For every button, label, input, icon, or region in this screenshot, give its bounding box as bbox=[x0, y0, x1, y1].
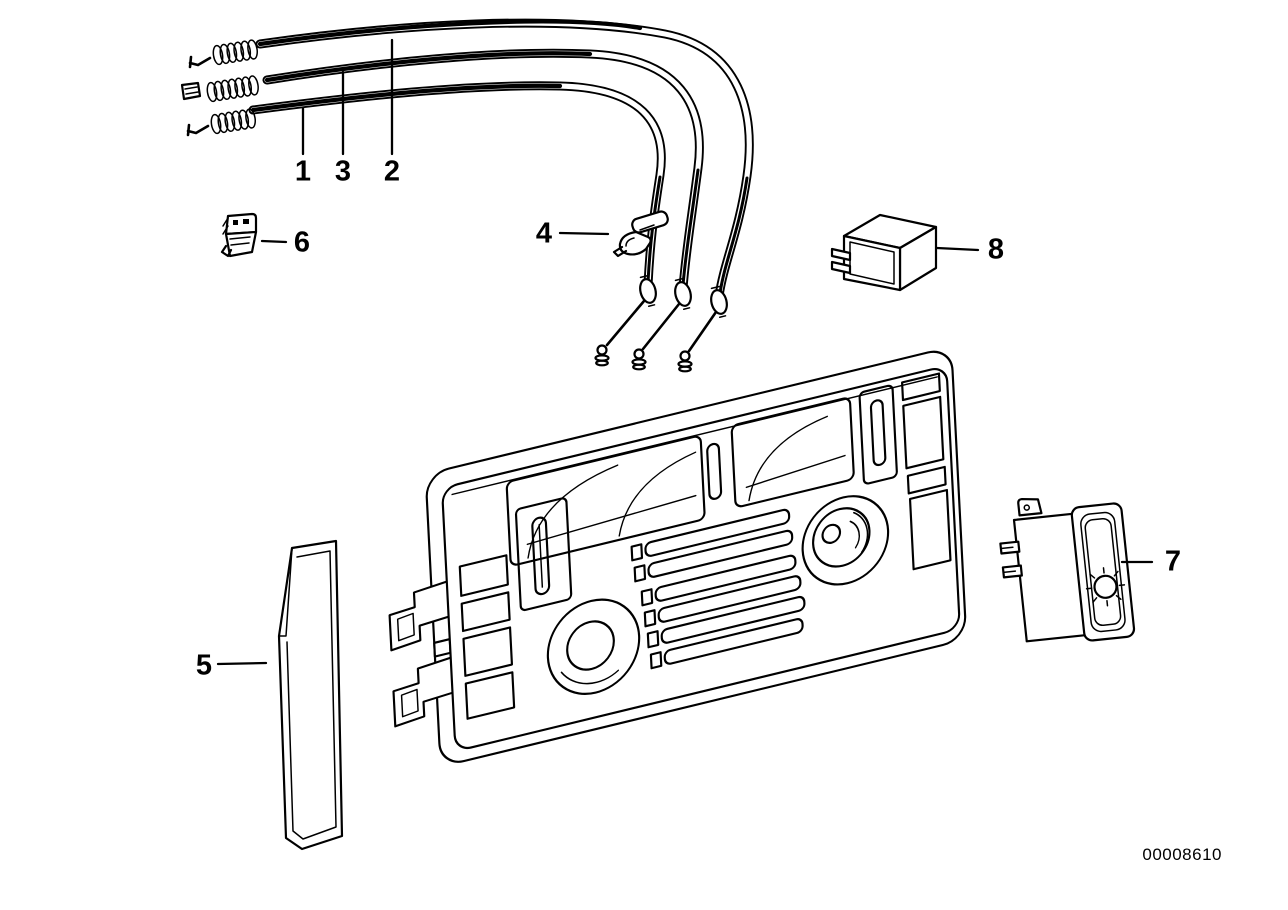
clip-part4 bbox=[612, 210, 669, 258]
cover-foil-part5 bbox=[277, 539, 344, 851]
callout-2[interactable]: 2 bbox=[383, 155, 401, 188]
cable-2-adjuster bbox=[710, 285, 728, 319]
panel-window-a bbox=[505, 435, 706, 566]
callout-3[interactable]: 3 bbox=[334, 155, 352, 188]
panel-lever-guide-right bbox=[858, 384, 898, 485]
callout-1[interactable]: 1 bbox=[294, 155, 312, 188]
relay-prong-2 bbox=[830, 260, 852, 275]
switch-part7 bbox=[999, 497, 1136, 643]
cable-2-spring bbox=[212, 39, 259, 66]
panel-left-windows bbox=[458, 554, 516, 720]
callout-4[interactable]: 4 bbox=[535, 217, 553, 250]
cable-1-hook bbox=[186, 123, 210, 137]
leader-line-5 bbox=[216, 661, 268, 666]
callout-5[interactable]: 5 bbox=[195, 649, 213, 682]
panel-slats-upper bbox=[630, 508, 794, 583]
panel-side-tab bbox=[433, 638, 452, 658]
leader-line-6 bbox=[260, 239, 288, 244]
callout-6[interactable]: 6 bbox=[293, 226, 311, 259]
diagram-id-number: 00008610 bbox=[1142, 845, 1222, 864]
bowden-cable-2 bbox=[188, 18, 754, 373]
relay-prong-1 bbox=[830, 247, 852, 262]
cable-2-hook bbox=[188, 55, 212, 69]
panel-window-b bbox=[730, 397, 855, 508]
panel-rotary-left bbox=[546, 598, 641, 695]
panel-center-slot bbox=[706, 442, 723, 500]
cable-1-eyelet bbox=[594, 344, 610, 367]
clip-part6 bbox=[220, 212, 258, 258]
cable-3-spring bbox=[206, 75, 259, 103]
panel-front-face bbox=[441, 368, 961, 750]
cable-3-adjuster bbox=[674, 277, 692, 311]
leader-lines bbox=[216, 38, 1154, 666]
panel-lever-guide-left bbox=[514, 497, 573, 612]
cable-1-adjuster bbox=[639, 274, 657, 308]
heater-control-panel bbox=[388, 350, 967, 763]
leader-line-8 bbox=[935, 246, 980, 252]
panel-hook-lower bbox=[392, 656, 454, 728]
cable-3-eyelet bbox=[631, 348, 647, 371]
leader-line-4 bbox=[558, 231, 610, 236]
cable-3-clamp bbox=[180, 81, 202, 101]
bowden-cable-1 bbox=[186, 81, 666, 367]
panel-slats-lower bbox=[640, 554, 806, 670]
panel-rotary-right bbox=[801, 495, 890, 586]
relay-part8 bbox=[830, 213, 938, 292]
switch-terminals bbox=[999, 540, 1023, 579]
callout-7[interactable]: 7 bbox=[1164, 545, 1182, 578]
panel-hook-upper bbox=[388, 580, 450, 652]
sun-symbol-icon bbox=[1085, 567, 1126, 607]
callout-8[interactable]: 8 bbox=[987, 233, 1005, 266]
cable-2-eyelet bbox=[677, 350, 693, 373]
panel-right-windows bbox=[901, 372, 952, 571]
bowden-cable-3 bbox=[180, 48, 704, 371]
switch-bezel bbox=[1070, 502, 1136, 642]
